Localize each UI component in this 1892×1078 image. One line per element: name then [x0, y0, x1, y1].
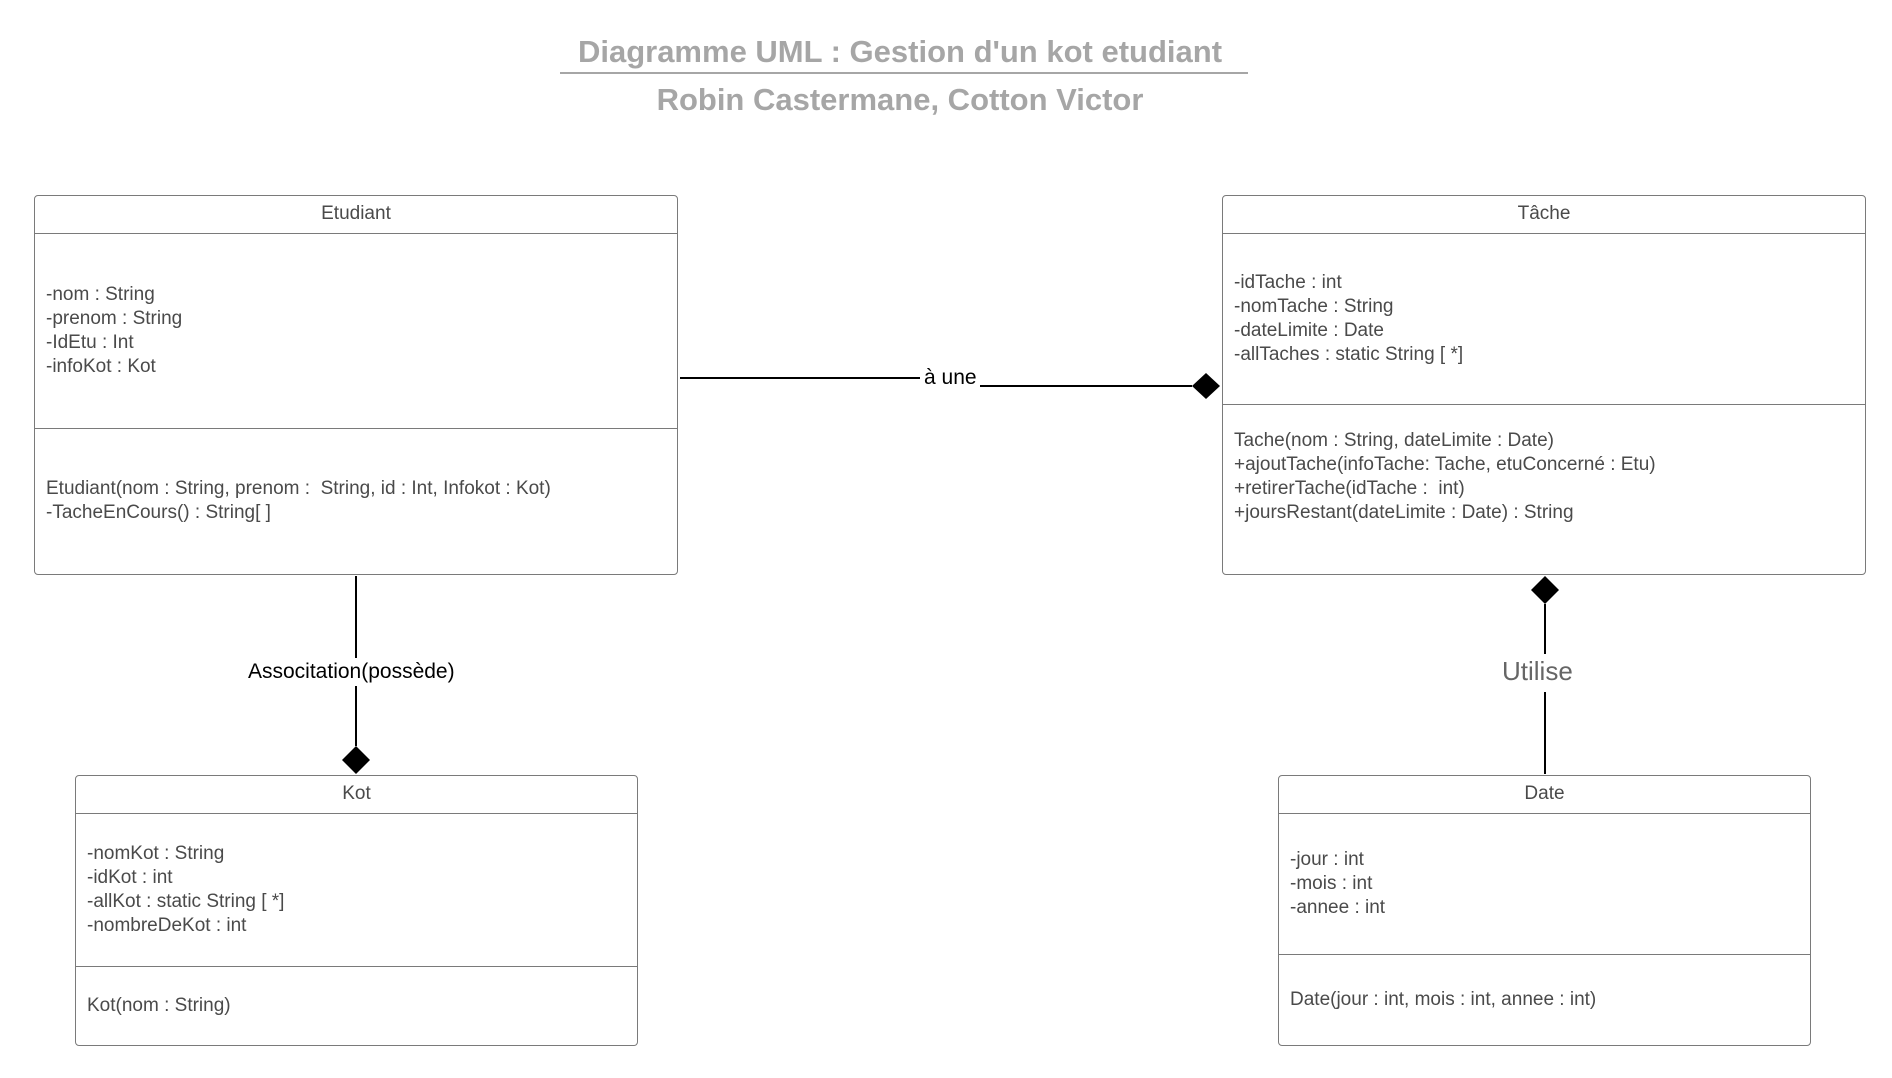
class-name-kot: Kot: [76, 776, 637, 814]
class-etudiant: Etudiant -nom : String -prenom : String …: [34, 195, 678, 575]
attributes-date: -jour : int -mois : int -annee : int: [1279, 814, 1810, 955]
attribute: -allKot : static String [ *]: [87, 891, 285, 912]
methods-etudiant: Etudiant(nom : String, prenom : String, …: [35, 429, 677, 573]
composition-diamond-tache-bottom: [1531, 576, 1559, 604]
method: +ajoutTache(infoTache: Tache, etuConcern…: [1234, 454, 1656, 475]
attribute: -annee : int: [1290, 897, 1386, 918]
attribute: -nom : String: [46, 284, 155, 305]
attribute: -jour : int: [1290, 849, 1364, 870]
attribute: -allTaches : static String [ *]: [1234, 344, 1464, 365]
method: Date(jour : int, mois : int, annee : int…: [1290, 988, 1597, 1010]
attribute: -idKot : int: [87, 867, 173, 888]
class-date: Date -jour : int -mois : int -annee : in…: [1278, 775, 1811, 1046]
relation-label-association: Associtation(possède): [246, 658, 457, 686]
relation-label-a-une: à une: [922, 366, 979, 390]
composition-diamond-tache: [1192, 373, 1220, 399]
attribute: -idTache : int: [1234, 272, 1342, 293]
relation-label-utilise: Utilise: [1500, 654, 1575, 689]
attribute: -dateLimite : Date: [1234, 320, 1384, 341]
class-tache: Tâche -idTache : int -nomTache : String …: [1222, 195, 1866, 575]
class-name-tache: Tâche: [1223, 196, 1865, 234]
method: +joursRestant(dateLimite : Date) : Strin…: [1234, 502, 1574, 523]
method: -TacheEnCours() : String[ ]: [46, 502, 271, 523]
methods-kot: Kot(nom : String): [76, 967, 637, 1044]
attribute: -nomTache : String: [1234, 296, 1394, 317]
title-underline: [560, 72, 1248, 74]
attribute: -prenom : String: [46, 308, 183, 329]
attribute: -nombreDeKot : int: [87, 915, 247, 936]
methods-tache: Tache(nom : String, dateLimite : Date) +…: [1223, 405, 1865, 573]
method: +retirerTache(idTache : int): [1234, 478, 1465, 499]
method: Tache(nom : String, dateLimite : Date): [1234, 430, 1554, 451]
method: Kot(nom : String): [87, 994, 231, 1016]
class-name-date: Date: [1279, 776, 1810, 814]
diagram-title: Diagramme UML : Gestion d'un kot etudian…: [577, 34, 1223, 69]
attribute: -nomKot : String: [87, 843, 225, 864]
attributes-etudiant: -nom : String -prenom : String -IdEtu : …: [35, 234, 677, 429]
methods-date: Date(jour : int, mois : int, annee : int…: [1279, 955, 1810, 1044]
attribute: -mois : int: [1290, 873, 1373, 894]
composition-diamond-kot: [342, 746, 370, 774]
attributes-kot: -nomKot : String -idKot : int -allKot : …: [76, 814, 637, 967]
attribute: -infoKot : Kot: [46, 356, 156, 377]
class-kot: Kot -nomKot : String -idKot : int -allKo…: [75, 775, 638, 1046]
attribute: -IdEtu : Int: [46, 332, 134, 353]
attributes-tache: -idTache : int -nomTache : String -dateL…: [1223, 234, 1865, 405]
diagram-subtitle: Robin Castermane, Cotton Victor: [656, 82, 1144, 117]
method: Etudiant(nom : String, prenom : String, …: [46, 478, 551, 499]
class-name-etudiant: Etudiant: [35, 196, 677, 234]
